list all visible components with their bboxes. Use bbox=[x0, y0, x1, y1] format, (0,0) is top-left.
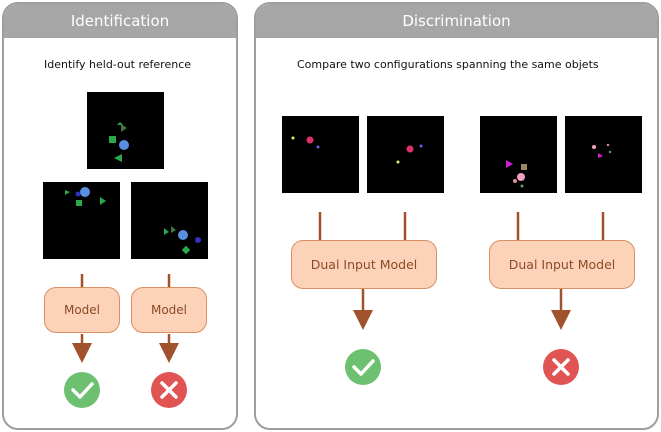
model-box-1: Model bbox=[44, 287, 120, 333]
cross-icon bbox=[543, 349, 579, 385]
check-icon bbox=[64, 372, 100, 408]
cross-icon bbox=[151, 372, 187, 408]
candidate-image-2 bbox=[131, 182, 208, 259]
identification-title: Identification bbox=[4, 4, 236, 38]
candidate-image-1 bbox=[43, 182, 120, 259]
discrimination-title: Discrimination bbox=[256, 4, 657, 38]
check-icon bbox=[345, 349, 381, 385]
config-a-image-1 bbox=[282, 116, 359, 193]
config-b-image-1 bbox=[480, 116, 557, 193]
dual-input-model-box-1: Dual Input Model bbox=[291, 240, 437, 289]
model-box-2: Model bbox=[131, 287, 207, 333]
dual-input-model-box-2: Dual Input Model bbox=[489, 240, 635, 289]
config-a-image-2 bbox=[367, 116, 444, 193]
identification-subtitle: Identify held-out reference bbox=[44, 58, 192, 71]
reference-image bbox=[87, 92, 164, 169]
discrimination-panel: Discrimination bbox=[254, 2, 659, 430]
config-b-image-2 bbox=[565, 116, 642, 193]
discrimination-subtitle: Compare two configurations spanning the … bbox=[297, 58, 599, 71]
